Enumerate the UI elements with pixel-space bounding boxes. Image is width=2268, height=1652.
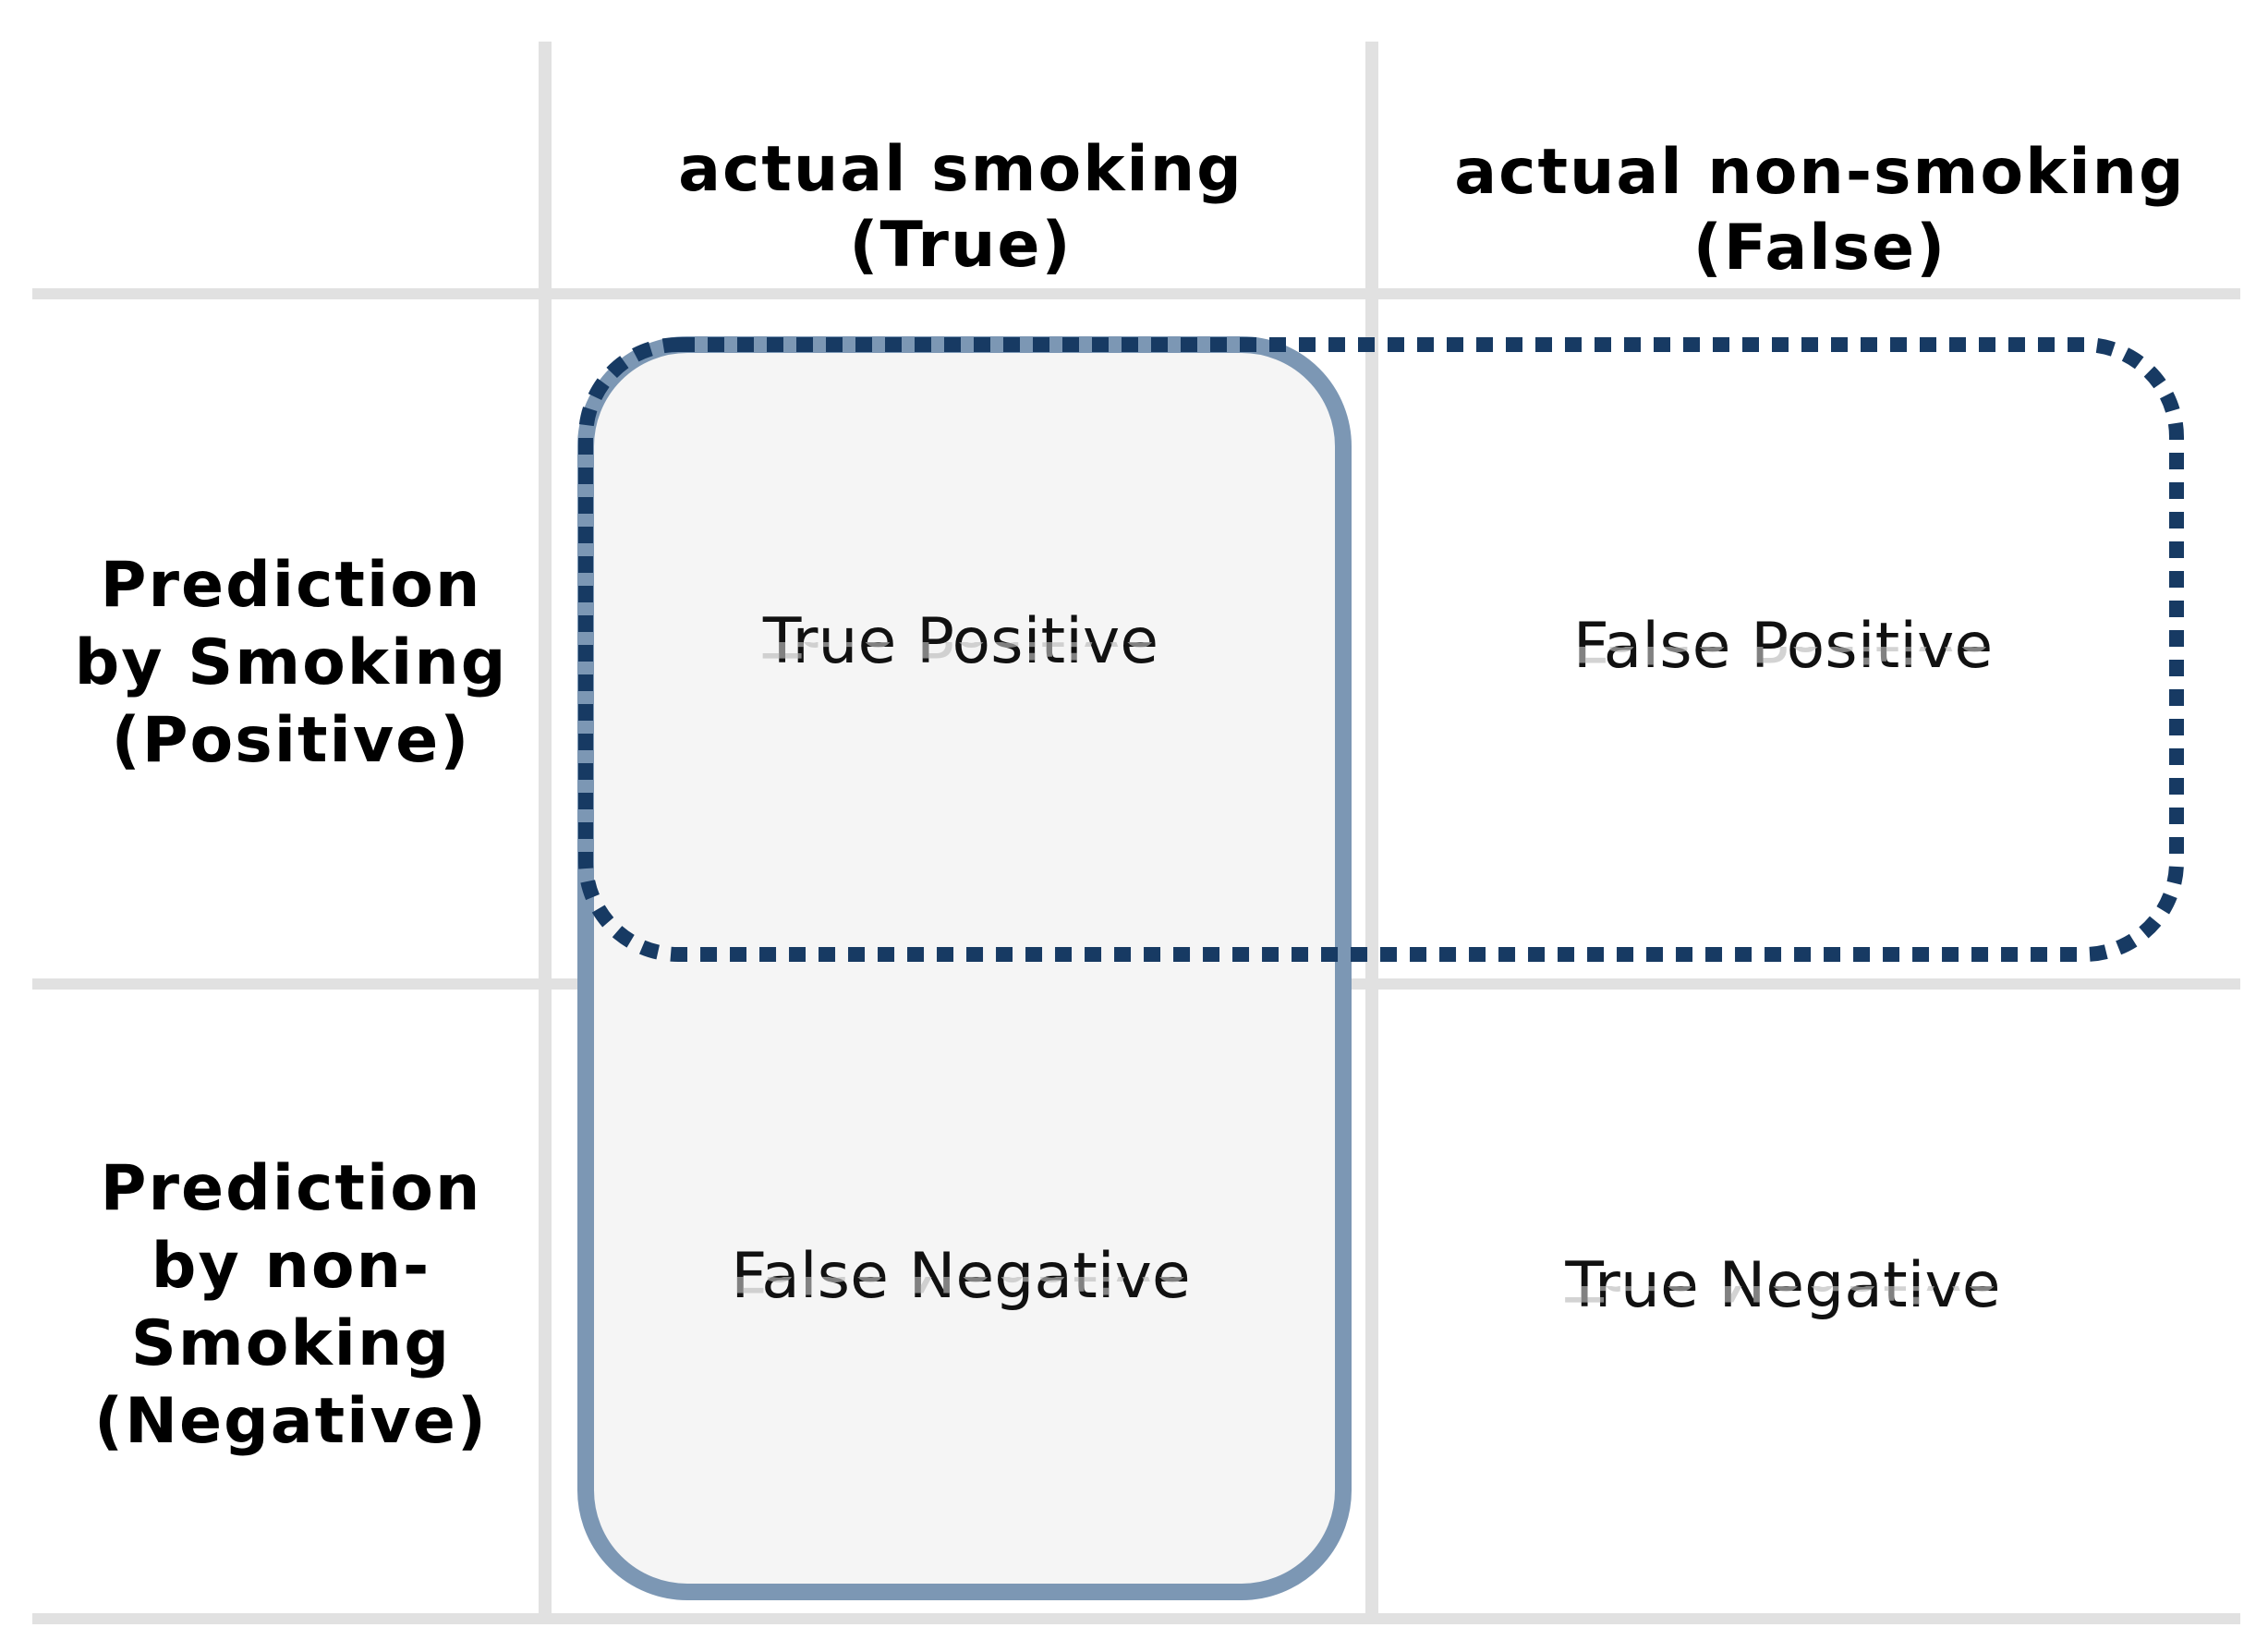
cell-false-positive: False Positive False Positive bbox=[1395, 610, 2171, 683]
predicted-positive-row-box bbox=[578, 337, 2184, 962]
column-header-actual-smoking: actual smoking (True) bbox=[591, 132, 1330, 284]
row-header-line: Prediction bbox=[100, 1152, 482, 1225]
cell-label-reflection: True Negative bbox=[1395, 1286, 2171, 1314]
cell-label-reflection: False Positive bbox=[1395, 647, 2171, 674]
column-header-actual-non-smoking: actual non-smoking (False) bbox=[1404, 135, 2236, 286]
cell-label: True Positive bbox=[762, 605, 1159, 678]
cell-true-positive: True Positive True Positive bbox=[591, 605, 1330, 678]
cell-label: False Negative bbox=[731, 1240, 1191, 1313]
grid-vertical-middle bbox=[1365, 42, 1378, 1622]
row-header-prediction-non-smoking: Prediction by non- Smoking (Negative) bbox=[55, 1150, 527, 1461]
cell-label-reflection: False Negative bbox=[591, 1277, 1330, 1305]
row-header-line: by Smoking bbox=[74, 626, 508, 699]
grid-vertical-left bbox=[539, 42, 552, 1622]
row-header-line: (Negative) bbox=[93, 1385, 488, 1458]
row-header-line: Smoking bbox=[130, 1307, 452, 1380]
cell-label: True Negative bbox=[1565, 1249, 2001, 1322]
grid-horizontal-bottom bbox=[32, 1613, 2240, 1624]
row-header-prediction-smoking: Prediction by Smoking (Positive) bbox=[55, 547, 527, 780]
grid-horizontal-header bbox=[32, 288, 2240, 299]
cell-label: False Positive bbox=[1572, 610, 1994, 683]
row-header-line: (Positive) bbox=[111, 704, 471, 777]
row-header-line: by non- bbox=[151, 1230, 431, 1303]
cell-true-negative: True Negative True Negative bbox=[1395, 1249, 2171, 1322]
column-header-line: (False) bbox=[1692, 212, 1947, 285]
actual-true-column-box bbox=[577, 336, 1352, 1600]
column-header-line: actual non-smoking bbox=[1454, 136, 2186, 209]
cell-false-negative: False Negative False Negative bbox=[591, 1240, 1330, 1313]
cell-label-reflection: True Positive bbox=[591, 642, 1330, 670]
column-header-line: actual smoking bbox=[678, 133, 1243, 206]
column-header-line: (True) bbox=[849, 209, 1073, 282]
row-header-line: Prediction bbox=[100, 549, 482, 622]
